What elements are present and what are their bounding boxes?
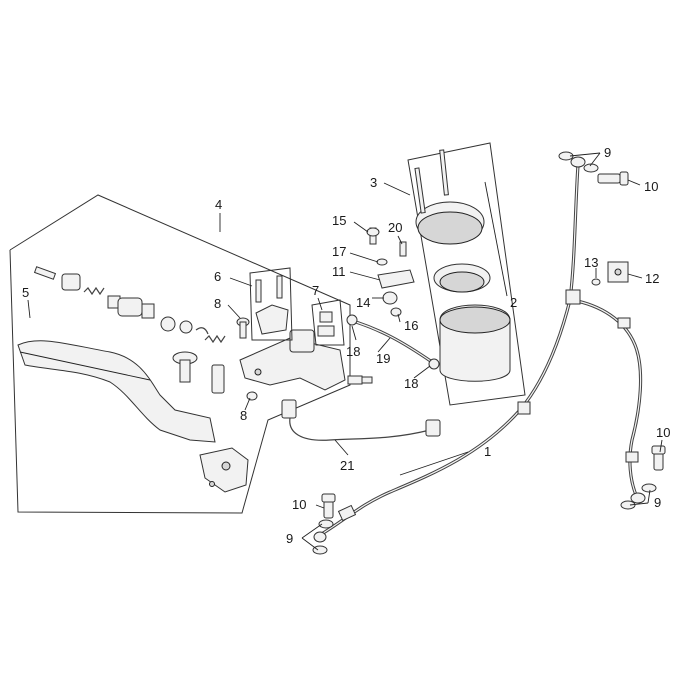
banjo-bolt-lower-left <box>321 493 336 519</box>
callout-leaders <box>27 152 663 551</box>
handlebar-clamp <box>249 267 293 341</box>
callout-1: 1 <box>484 444 491 459</box>
brake-lever <box>17 340 216 443</box>
main-brake-line <box>313 156 586 543</box>
callout-18-left: 18 <box>346 344 360 359</box>
callout-9-right: 9 <box>654 495 661 510</box>
callout-18-right: 18 <box>404 376 418 391</box>
screw-8-upper <box>236 317 250 339</box>
piston-stack <box>33 266 209 335</box>
master-cylinder-body <box>239 329 346 391</box>
brake-switch-wire <box>281 399 441 441</box>
callout-2: 2 <box>510 295 517 310</box>
pivot-pin <box>172 334 226 394</box>
reservoir-diaphragm <box>433 263 491 293</box>
callout-14: 14 <box>356 295 370 310</box>
callout-8-upper: 8 <box>214 296 221 311</box>
reservoir-cap <box>414 149 485 245</box>
callout-9-left: 9 <box>286 531 293 546</box>
secondary-brake-line <box>565 289 646 504</box>
reservoir-bracket <box>366 227 415 317</box>
callout-10-right: 10 <box>656 425 670 440</box>
callout-10-left: 10 <box>292 497 306 512</box>
callout-10-top: 10 <box>644 179 658 194</box>
callout-labels: 1 2 3 4 5 6 7 8 8 9 9 9 10 10 10 11 12 1… <box>22 145 670 546</box>
callout-16: 16 <box>404 318 418 333</box>
callout-17: 17 <box>332 244 346 259</box>
switch-insert <box>311 299 345 346</box>
callout-3: 3 <box>370 175 377 190</box>
reservoir-body <box>439 304 511 382</box>
reservoir-frame <box>407 142 526 406</box>
callout-21: 21 <box>340 458 354 473</box>
bleed-screw <box>347 375 373 385</box>
callout-12: 12 <box>645 271 659 286</box>
callout-19: 19 <box>376 351 390 366</box>
reservoir-hose <box>346 314 440 370</box>
callout-4: 4 <box>215 197 222 212</box>
callout-9-top: 9 <box>604 145 611 160</box>
callout-8-lower: 8 <box>240 408 247 423</box>
banjo-bolt-lower-right <box>651 445 666 471</box>
callout-11: 11 <box>332 264 346 279</box>
callout-6: 6 <box>214 269 221 284</box>
callout-13: 13 <box>584 255 598 270</box>
screw-8-lower <box>246 391 258 401</box>
callout-15: 15 <box>332 213 346 228</box>
callout-5: 5 <box>22 285 29 300</box>
callout-7: 7 <box>312 283 319 298</box>
hose-guide <box>591 261 629 286</box>
banjo-bolt-top-right <box>597 171 629 186</box>
lever-assembly-frame <box>9 194 351 514</box>
lever-bracket <box>199 447 249 493</box>
callout-20: 20 <box>388 220 402 235</box>
